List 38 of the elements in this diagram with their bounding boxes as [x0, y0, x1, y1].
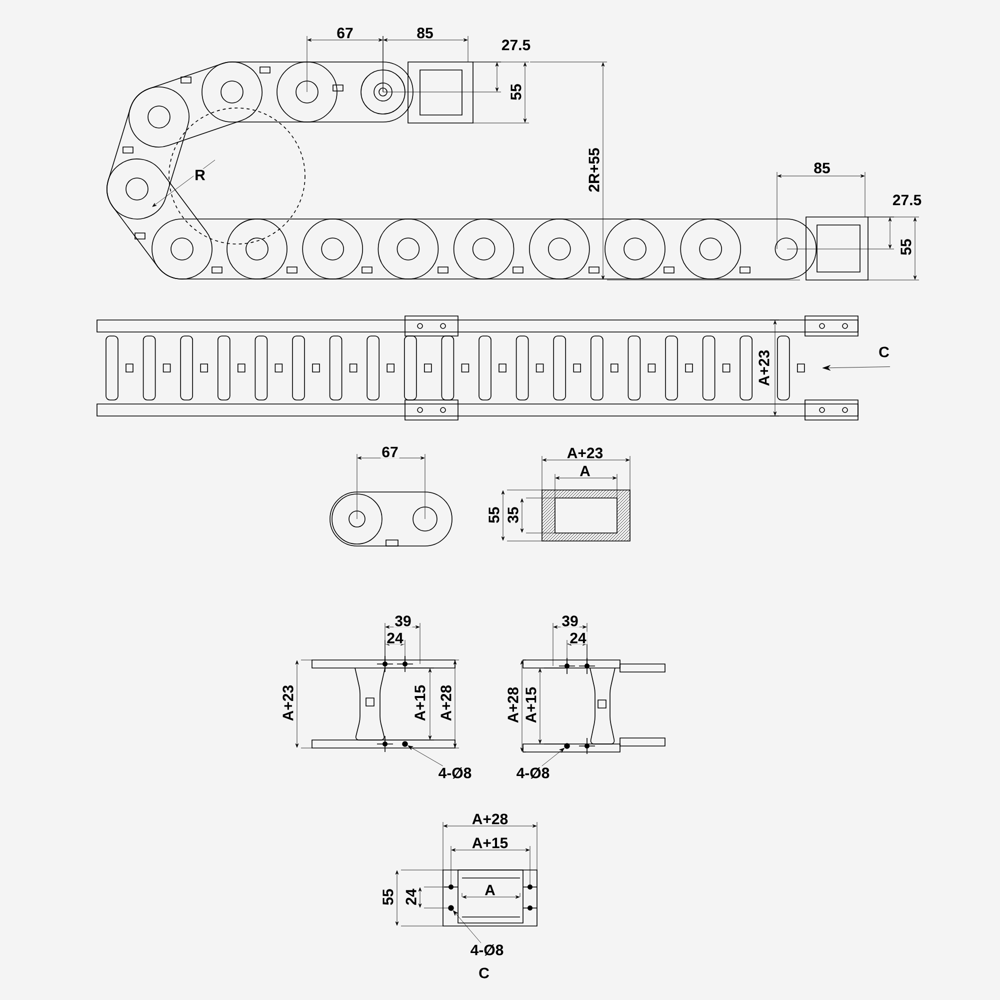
dimension-label: 85 — [812, 162, 832, 174]
dimension-label: A — [484, 884, 496, 896]
dimension-label: R — [194, 168, 206, 182]
dimension-label: 24 — [404, 888, 418, 906]
dimension-label: 27.5 — [891, 194, 923, 206]
dimension-label: 67 — [336, 26, 354, 40]
callout-text: 4-Ø8 — [469, 943, 505, 957]
dimension-label: 27.5 — [500, 38, 532, 52]
dimension-label: A+28 — [440, 684, 452, 722]
dimension-label: A+23 — [282, 684, 294, 722]
dimension-label: 39 — [394, 614, 412, 628]
dimension-label: 55 — [510, 82, 522, 102]
dimension-label: C — [478, 966, 490, 980]
dimension-label: 67 — [380, 446, 400, 458]
dimension-label: A+23 — [758, 348, 770, 388]
dimension-label: 55 — [900, 238, 912, 256]
callout-text: 4-Ø8 — [437, 766, 473, 780]
leader-line — [453, 910, 482, 944]
leader-line — [542, 748, 564, 766]
dimension-label: 24 — [386, 632, 404, 644]
leader-line — [408, 746, 444, 766]
hole-mark — [448, 905, 454, 911]
dimension-label: 35 — [506, 506, 520, 524]
dimension-label: A — [578, 464, 592, 478]
callout-text: C — [878, 346, 890, 358]
hole-mark — [564, 743, 570, 749]
dimension-label: 2R+55 — [588, 146, 600, 194]
dimension-label: A+23 — [566, 446, 604, 460]
dimension-label: A+28 — [506, 686, 520, 724]
leader-arrow — [822, 365, 890, 371]
dimension-label: 55 — [488, 506, 500, 524]
dimension-label: A+28 — [470, 812, 510, 826]
dimension-label: 55 — [382, 888, 394, 906]
dimension-label: 24 — [568, 632, 588, 644]
dimension-label: 39 — [560, 614, 580, 628]
hole-mark — [402, 741, 408, 747]
dimension-label: 85 — [416, 26, 434, 40]
callout-text: 4-Ø8 — [515, 766, 551, 780]
